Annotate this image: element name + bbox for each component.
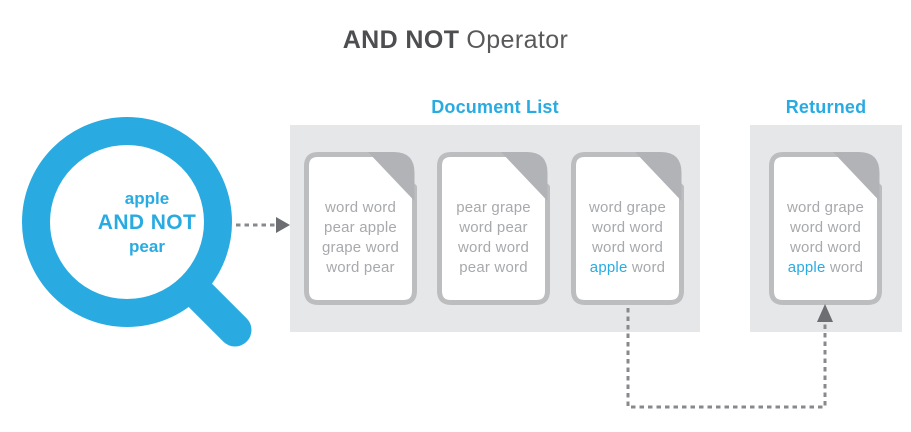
- doc-line: word word: [790, 219, 861, 236]
- arrowhead-right-icon: [276, 217, 290, 233]
- document-text: word grape word word word word apple word: [571, 198, 684, 278]
- document-text: word grape word word word word apple word: [769, 198, 882, 278]
- doc-line: word grape: [786, 199, 865, 216]
- doc-line: word pear: [459, 219, 528, 236]
- folded-corner-icon: [635, 152, 682, 201]
- search-query-magnifier: apple AND NOT pear: [20, 103, 270, 363]
- doc-line: word word: [592, 219, 663, 236]
- magnifier-icon: [22, 117, 252, 347]
- document-list-label: Document List: [431, 97, 559, 117]
- doc-line: apple word: [589, 259, 666, 276]
- document-text: pear grape word pear word word pear word: [437, 198, 550, 278]
- folded-corner-icon: [501, 152, 548, 201]
- doc-line: grape word: [321, 239, 400, 256]
- query-term-exclude: pear: [129, 237, 165, 256]
- document-text: word word pear apple grape word word pear: [304, 198, 417, 278]
- doc-line: word word: [790, 239, 861, 256]
- doc-line: word word: [458, 239, 529, 256]
- doc-line: word pear: [326, 259, 395, 276]
- returned-panel: word grape word word word word apple word: [750, 125, 902, 332]
- title-operator-name: AND NOT: [342, 26, 460, 54]
- doc-line: pear apple: [324, 219, 397, 236]
- document: word word pear apple grape word word pear: [304, 152, 417, 305]
- doc-line: apple word: [787, 259, 864, 276]
- document-page-icon: [304, 152, 417, 305]
- doc-line: pear word: [459, 259, 528, 276]
- document: word grape word word word word apple word: [571, 152, 684, 305]
- document: word grape word word word word apple word: [769, 152, 882, 305]
- document: pear grape word pear word word pear word: [437, 152, 550, 305]
- document-list-panel: word word pear apple grape word word pear p…: [290, 125, 700, 332]
- query-text: apple AND NOT pear: [62, 188, 232, 258]
- title-suffix: Operator: [466, 26, 569, 54]
- document-page-icon: [571, 152, 684, 305]
- query-term-include: apple: [124, 189, 170, 208]
- query-operator: AND NOT: [97, 211, 197, 234]
- document-page-icon: [769, 152, 882, 305]
- folded-corner-icon: [368, 152, 415, 201]
- doc-line: pear grape: [456, 199, 531, 216]
- folded-corner-icon: [833, 152, 880, 201]
- doc-line: word word: [592, 239, 663, 256]
- doc-line: word grape: [588, 199, 667, 216]
- document-page-icon: [437, 152, 550, 305]
- doc-line: word word: [325, 199, 396, 216]
- returned-label: Returned: [785, 97, 867, 117]
